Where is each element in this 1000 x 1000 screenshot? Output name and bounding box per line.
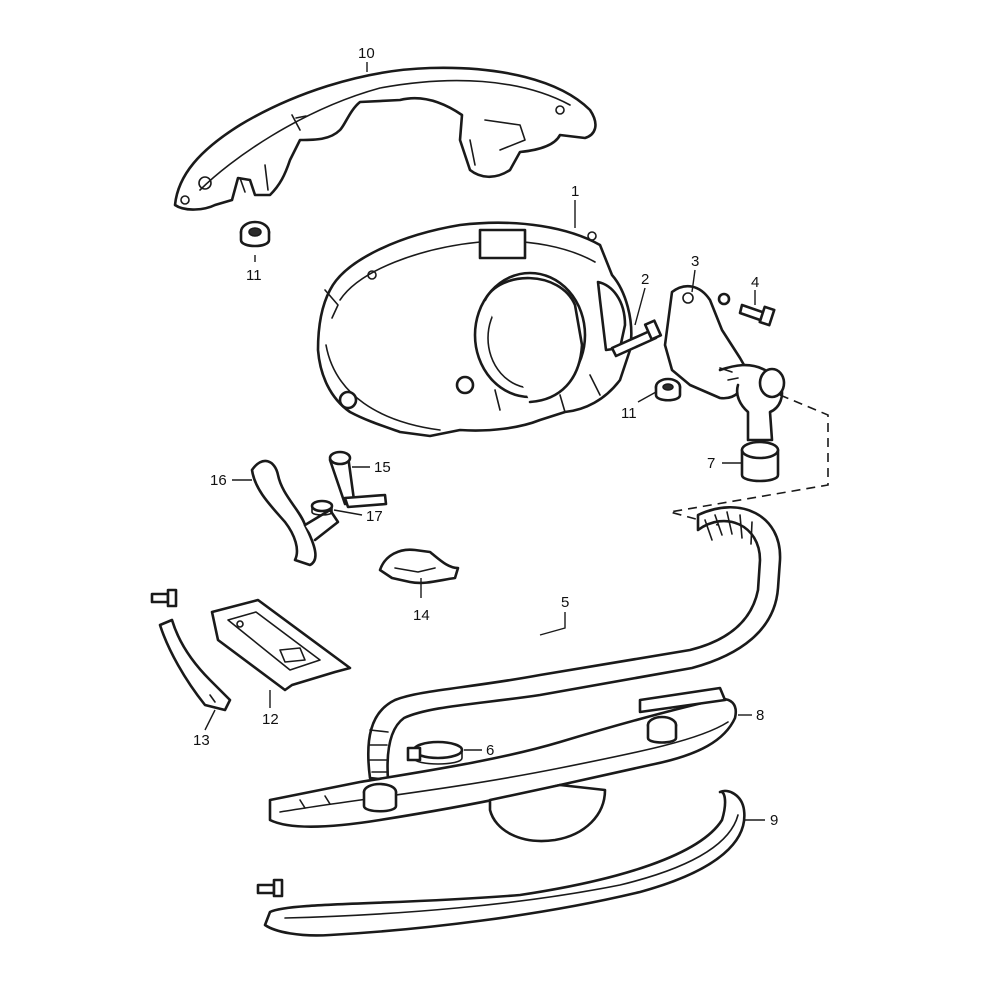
callout-11-right: 11 — [621, 405, 637, 422]
part-8-muffler — [268, 686, 737, 843]
callout-14: 14 — [413, 607, 430, 624]
callout-8: 8 — [756, 707, 764, 724]
assembly-dashed-lines — [669, 394, 829, 526]
leader-lines — [204, 62, 765, 821]
callout-1: 1 — [571, 183, 579, 200]
part-11-grommet-right — [654, 377, 682, 402]
callout-10: 10 — [358, 45, 375, 62]
part-10-upper-cover — [173, 66, 597, 211]
part-2-screw — [610, 319, 663, 358]
part-13-strap — [150, 588, 232, 712]
part-11-grommet-upper — [239, 220, 271, 248]
callout-13: 13 — [193, 732, 210, 749]
callout-12: 12 — [262, 711, 279, 728]
part-14-bracket — [378, 548, 460, 585]
callout-6: 6 — [486, 742, 494, 759]
part-17-clamp — [310, 499, 334, 516]
part-3-bracket — [663, 284, 786, 442]
part-12-plate — [210, 598, 352, 692]
callout-4: 4 — [751, 274, 759, 291]
callout-17: 17 — [366, 508, 383, 525]
callout-5: 5 — [561, 594, 569, 611]
callout-9: 9 — [770, 812, 778, 829]
callout-11-upper: 11 — [246, 267, 262, 284]
callout-15: 15 — [374, 459, 391, 476]
part-6-clamp — [406, 740, 464, 765]
callout-2: 2 — [641, 271, 649, 288]
part-1-fan-shroud — [316, 221, 633, 438]
callout-labels: 10 1 2 3 4 11 11 7 5 6 8 9 14 12 13 16 1… — [193, 45, 778, 829]
part-16-hose — [250, 459, 340, 567]
part-7-sleeve — [740, 440, 780, 483]
part-4-bolt — [717, 292, 776, 327]
callout-3: 3 — [691, 253, 699, 270]
callout-7: 7 — [707, 455, 715, 472]
part-9-trim-strip — [256, 789, 746, 937]
callout-16: 16 — [210, 472, 227, 489]
part-15-fitting — [328, 450, 388, 509]
